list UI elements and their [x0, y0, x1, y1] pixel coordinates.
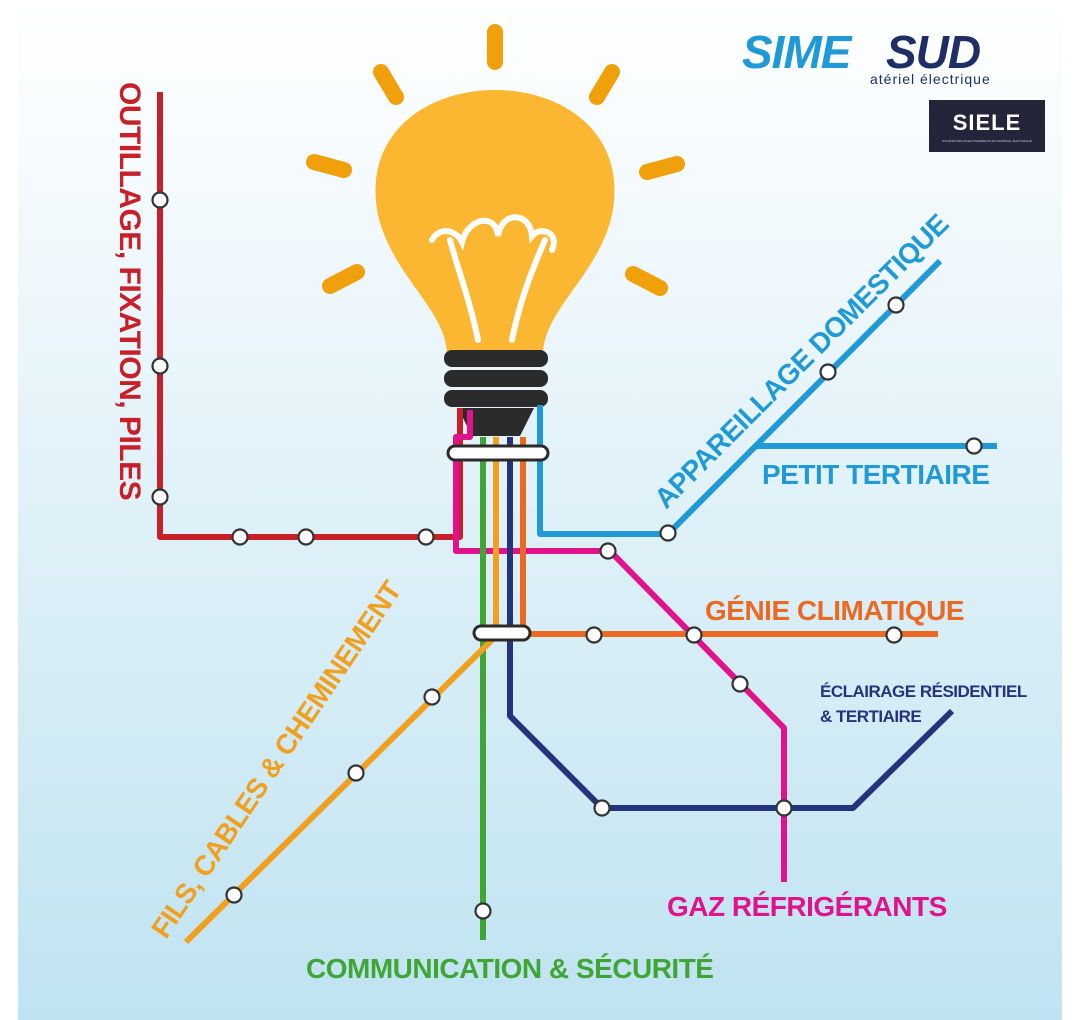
label-communication: COMMUNICATION & SÉCURITÉ: [306, 953, 713, 984]
station: [151, 191, 169, 209]
label-eclairage-line2: & TERTIAIRE: [820, 707, 921, 726]
station: [965, 437, 983, 455]
station: [297, 528, 315, 546]
station: [151, 488, 169, 506]
station: [887, 296, 905, 314]
station: [659, 524, 677, 542]
station: [474, 902, 492, 920]
siele-badge-text: SIELE: [953, 110, 1022, 135]
label-genie-climatique: GÉNIE CLIMATIQUE: [705, 595, 964, 626]
station: [585, 626, 603, 644]
label-gaz-refrigerants: GAZ RÉFRIGÉRANTS: [667, 891, 947, 922]
station: [731, 675, 749, 693]
station: [775, 799, 793, 817]
bulb-rays: [306, 24, 685, 296]
station: [347, 764, 365, 782]
siele-badge-subtext: SOCIÉTÉ DES INVESTISSEMENTS EN MATÉRIEL …: [942, 138, 1032, 143]
logo-sud: SUD: [886, 26, 980, 78]
label-eclairage-line1: ÉCLAIRAGE RÉSIDENTIEL: [820, 682, 1027, 701]
lightbulb-icon: [375, 90, 615, 352]
filament-icon: [429, 214, 557, 343]
station: [151, 357, 169, 375]
station: [599, 542, 617, 560]
station: [685, 626, 703, 644]
line-appareillage: [537, 258, 943, 537]
station: [819, 363, 837, 381]
station: [231, 528, 249, 546]
station: [417, 528, 435, 546]
station: [885, 626, 903, 644]
label-petit-tertiaire: PETIT TERTIAIRE: [762, 459, 989, 490]
station: [225, 886, 243, 904]
line-gaz-refrigerants: [453, 410, 787, 882]
connector-capsule-lower: [472, 624, 532, 642]
station: [423, 688, 441, 706]
logo-tagline: atériel électrique: [870, 71, 991, 87]
simesud-logo: SIME SUD atériel électrique: [742, 26, 991, 87]
label-outillage: OUTILLAGE, FIXATION, PILES: [113, 82, 146, 500]
siele-badge: SIELE SOCIÉTÉ DES INVESTISSEMENTS EN MAT…: [929, 100, 1045, 152]
connector-capsule-upper: [446, 444, 550, 462]
station: [593, 799, 611, 817]
logo-sime: SIME: [742, 26, 853, 78]
bulb-base-icon: [444, 350, 548, 436]
